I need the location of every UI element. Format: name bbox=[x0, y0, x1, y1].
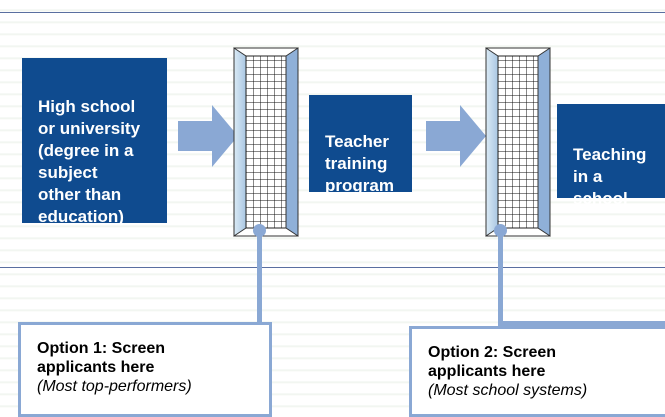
screen-filter-icon bbox=[233, 47, 299, 237]
option-1-title: Option 1: Screen applicants here bbox=[37, 340, 166, 376]
teaching-box: Teaching in a school bbox=[557, 104, 665, 208]
middle-divider bbox=[0, 267, 665, 268]
option-1-box: Option 1: Screen applicants here (Most t… bbox=[18, 322, 272, 417]
arrow-right-icon bbox=[178, 105, 238, 167]
connector-line-horizontal bbox=[498, 321, 665, 326]
option-2-subtitle: (Most school systems) bbox=[428, 382, 588, 399]
connector-line-vertical bbox=[498, 230, 503, 326]
teaching-box-label: Teaching in a school bbox=[573, 145, 647, 208]
arrow-right-icon bbox=[426, 105, 486, 167]
education-box-label: High school or university (degree in a s… bbox=[38, 97, 141, 226]
connector-line-vertical bbox=[257, 230, 262, 324]
training-box-label: Teacher training program bbox=[325, 132, 394, 195]
training-box: Teacher training program bbox=[309, 95, 412, 195]
option-1-subtitle: (Most top-performers) bbox=[37, 378, 192, 395]
education-box: High school or university (degree in a s… bbox=[22, 58, 167, 226]
top-divider bbox=[0, 12, 665, 13]
option-2-title: Option 2: Screen applicants here bbox=[428, 344, 557, 380]
option-2-box: Option 2: Screen applicants here (Most s… bbox=[409, 326, 665, 417]
screen-filter-icon bbox=[485, 47, 551, 237]
